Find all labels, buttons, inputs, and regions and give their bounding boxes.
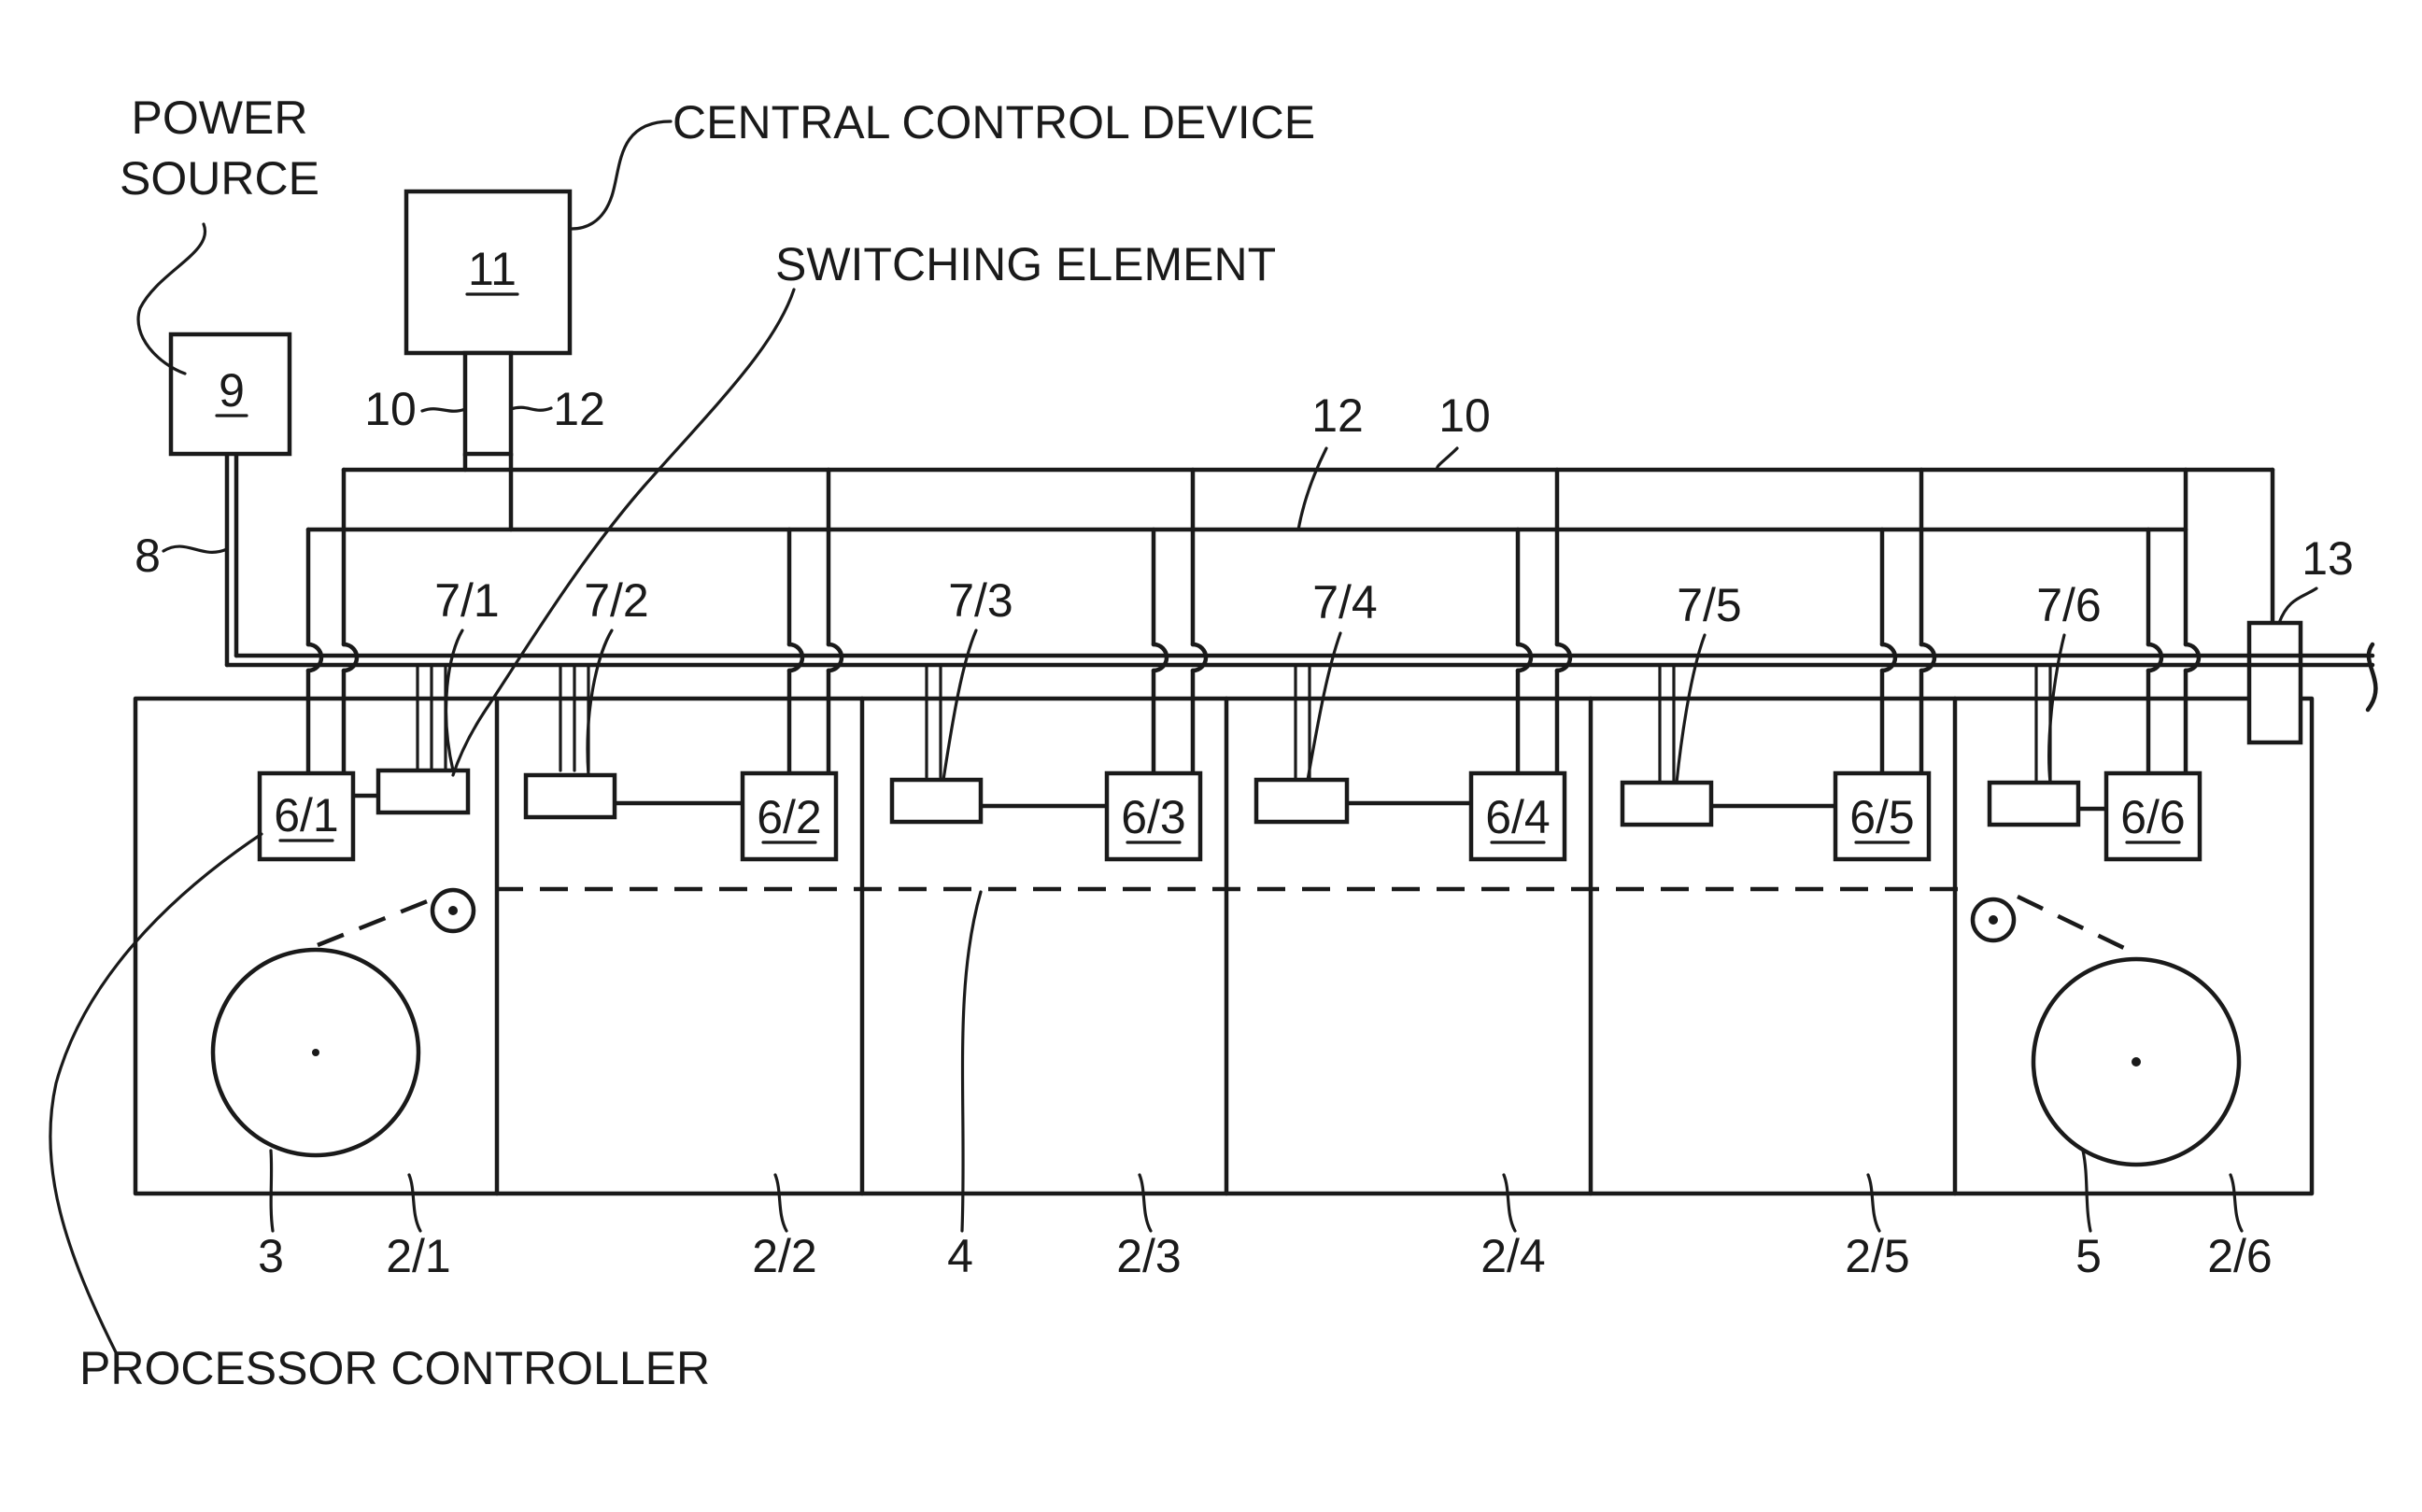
- ref-line-12-top: 12: [1311, 389, 1364, 442]
- unwind-roll: [213, 950, 418, 1155]
- module-label-2-5: 2/5: [1845, 1230, 1910, 1282]
- module-label-2-3: 2/3: [1116, 1230, 1182, 1282]
- rewind-roll: [2033, 959, 2239, 1165]
- controller-label-6-5: 6/5: [1849, 791, 1915, 843]
- guide-roller-right: [1973, 899, 2014, 940]
- module-label-2-4: 2/4: [1480, 1230, 1546, 1282]
- switching-element-7-5: [1622, 783, 1711, 825]
- switch-label-7-6: 7/6: [2036, 579, 2102, 631]
- module-label-2-2: 2/2: [752, 1230, 817, 1282]
- controller-label-6-1: 6/1: [274, 789, 339, 841]
- module-labels: 2/1 2/2 2/3 2/4 2/5 2/6: [386, 1175, 2273, 1282]
- module-label-2-1: 2/1: [386, 1230, 451, 1282]
- web-path: [318, 889, 2130, 951]
- controller-label-6-3: 6/3: [1121, 791, 1186, 843]
- switching-element-caption: SWITCHING ELEMENT: [775, 238, 1276, 290]
- central-control-ref: 11: [468, 243, 517, 295]
- switching-element-7-4: [1256, 780, 1347, 822]
- power-source-caption-line2: SOURCE: [120, 152, 319, 205]
- switching-element-7-6: [1990, 783, 2078, 825]
- ref-line-12-left: 12: [553, 383, 605, 435]
- ref-line-10-top: 10: [1438, 389, 1491, 442]
- ref-line-10-left: 10: [364, 383, 417, 435]
- controller-label-6-2: 6/2: [757, 791, 822, 843]
- switch-label-7-5: 7/5: [1677, 579, 1742, 631]
- terminal-13: [2249, 623, 2301, 742]
- processor-controller-caption: PROCESSOR CONTROLLER: [79, 1342, 710, 1394]
- central-control-stem: [465, 353, 511, 454]
- ref-web: 4: [947, 1230, 973, 1282]
- controller-label-6-4: 6/4: [1485, 791, 1551, 843]
- central-control-caption: CENTRAL CONTROL DEVICE: [673, 96, 1315, 148]
- power-source-caption-line1: POWER: [132, 92, 308, 144]
- ref-terminal-13: 13: [2302, 532, 2354, 585]
- switch-label-7-3: 7/3: [948, 574, 1013, 627]
- switch-taps: [418, 665, 2050, 783]
- ref-line-8: 8: [135, 530, 161, 582]
- switch-label-7-2: 7/2: [584, 574, 649, 627]
- power-source-ref: 9: [219, 364, 245, 417]
- switch-label-7-1: 7/1: [434, 574, 500, 627]
- switch-label-7-4: 7/4: [1312, 576, 1378, 629]
- ref-unwind-roll: 3: [258, 1230, 284, 1282]
- switching-element-7-1: [378, 770, 468, 813]
- switching-element-7-3: [892, 780, 981, 822]
- ref-rewind-roll: 5: [2075, 1230, 2102, 1282]
- switching-element-7-2: [526, 775, 615, 817]
- module-label-2-6: 2/6: [2207, 1230, 2273, 1282]
- guide-roller-left: [432, 890, 474, 931]
- controller-label-6-6: 6/6: [2120, 791, 2186, 843]
